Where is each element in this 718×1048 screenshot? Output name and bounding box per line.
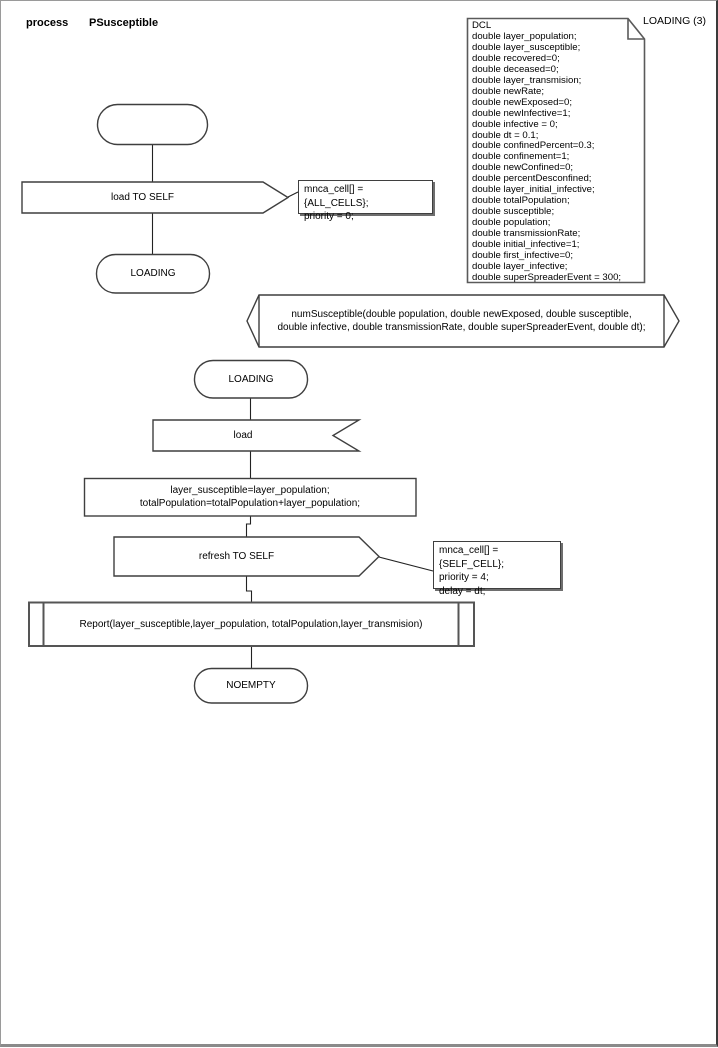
start-symbol[interactable] xyxy=(96,103,209,146)
procedure-call-sidebars xyxy=(42,602,460,646)
process-name: PSusceptible xyxy=(89,17,159,29)
procedure-declaration-symbol[interactable] xyxy=(246,294,680,348)
state-symbol-loading-1[interactable] xyxy=(95,253,211,294)
procedure-call-symbol[interactable] xyxy=(28,601,475,647)
dcl-declarations: DCL double layer_population; double laye… xyxy=(472,20,622,283)
procedure-declaration-endlines xyxy=(258,295,665,347)
state-symbol-loading-2[interactable] xyxy=(193,359,309,399)
output-symbol-load[interactable] xyxy=(21,181,290,214)
connector-comment-1 xyxy=(287,191,299,198)
output-symbol-refresh[interactable] xyxy=(113,536,381,577)
input-symbol-load[interactable] xyxy=(152,419,362,452)
task-symbol[interactable] xyxy=(83,477,417,517)
comment-load-params[interactable]: mnca_cell[] = {ALL_CELLS}; priority = 0; xyxy=(298,180,433,222)
connector-comment-2 xyxy=(378,556,434,572)
comment-refresh-params[interactable]: mnca_cell[] = {SELF_CELL}; priority = 4;… xyxy=(433,541,561,597)
dcl-fold-corner xyxy=(627,18,645,40)
dcl-text-symbol[interactable] xyxy=(466,17,646,284)
state-symbol-noempty[interactable] xyxy=(193,667,309,704)
connector-output-to-proccall xyxy=(245,576,253,602)
connector-task-to-output xyxy=(245,516,252,537)
connectors xyxy=(151,144,434,668)
process-keyword: process xyxy=(26,17,69,29)
page-label: LOADING (3) xyxy=(642,15,706,27)
